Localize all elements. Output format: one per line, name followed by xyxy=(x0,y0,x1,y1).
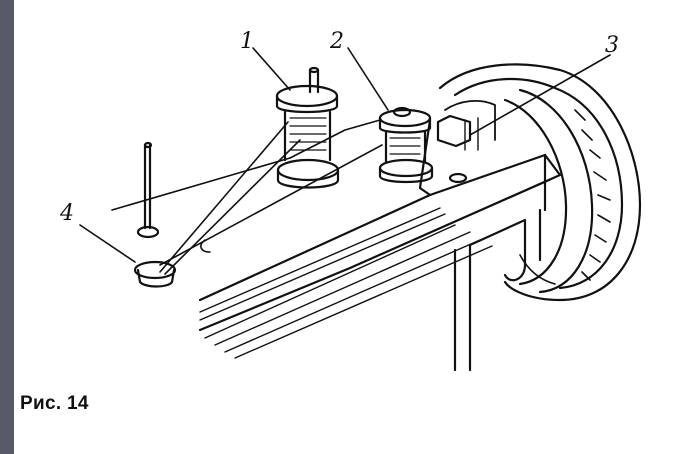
callout-label-3: 3 xyxy=(605,33,619,58)
sewing-machine-spool-illustration: 1 2 3 4 xyxy=(59,29,642,372)
callout-label-4: 4 xyxy=(59,201,74,226)
machine-top-body xyxy=(198,99,562,372)
thread-lines xyxy=(111,119,383,275)
hand-wheel xyxy=(438,63,642,302)
callout-label-2: 2 xyxy=(329,29,344,54)
thread-guide-3 xyxy=(436,114,472,148)
figure-caption: Рис. 14 xyxy=(20,393,89,414)
spool-pin-1 xyxy=(275,66,340,189)
callout-label-1: 1 xyxy=(240,29,254,54)
thread-guide-4 xyxy=(133,141,211,288)
callout-leaders xyxy=(79,47,611,263)
figure-panel: 1 2 3 4 xyxy=(14,0,677,454)
bobbin-spool-2 xyxy=(378,106,434,184)
